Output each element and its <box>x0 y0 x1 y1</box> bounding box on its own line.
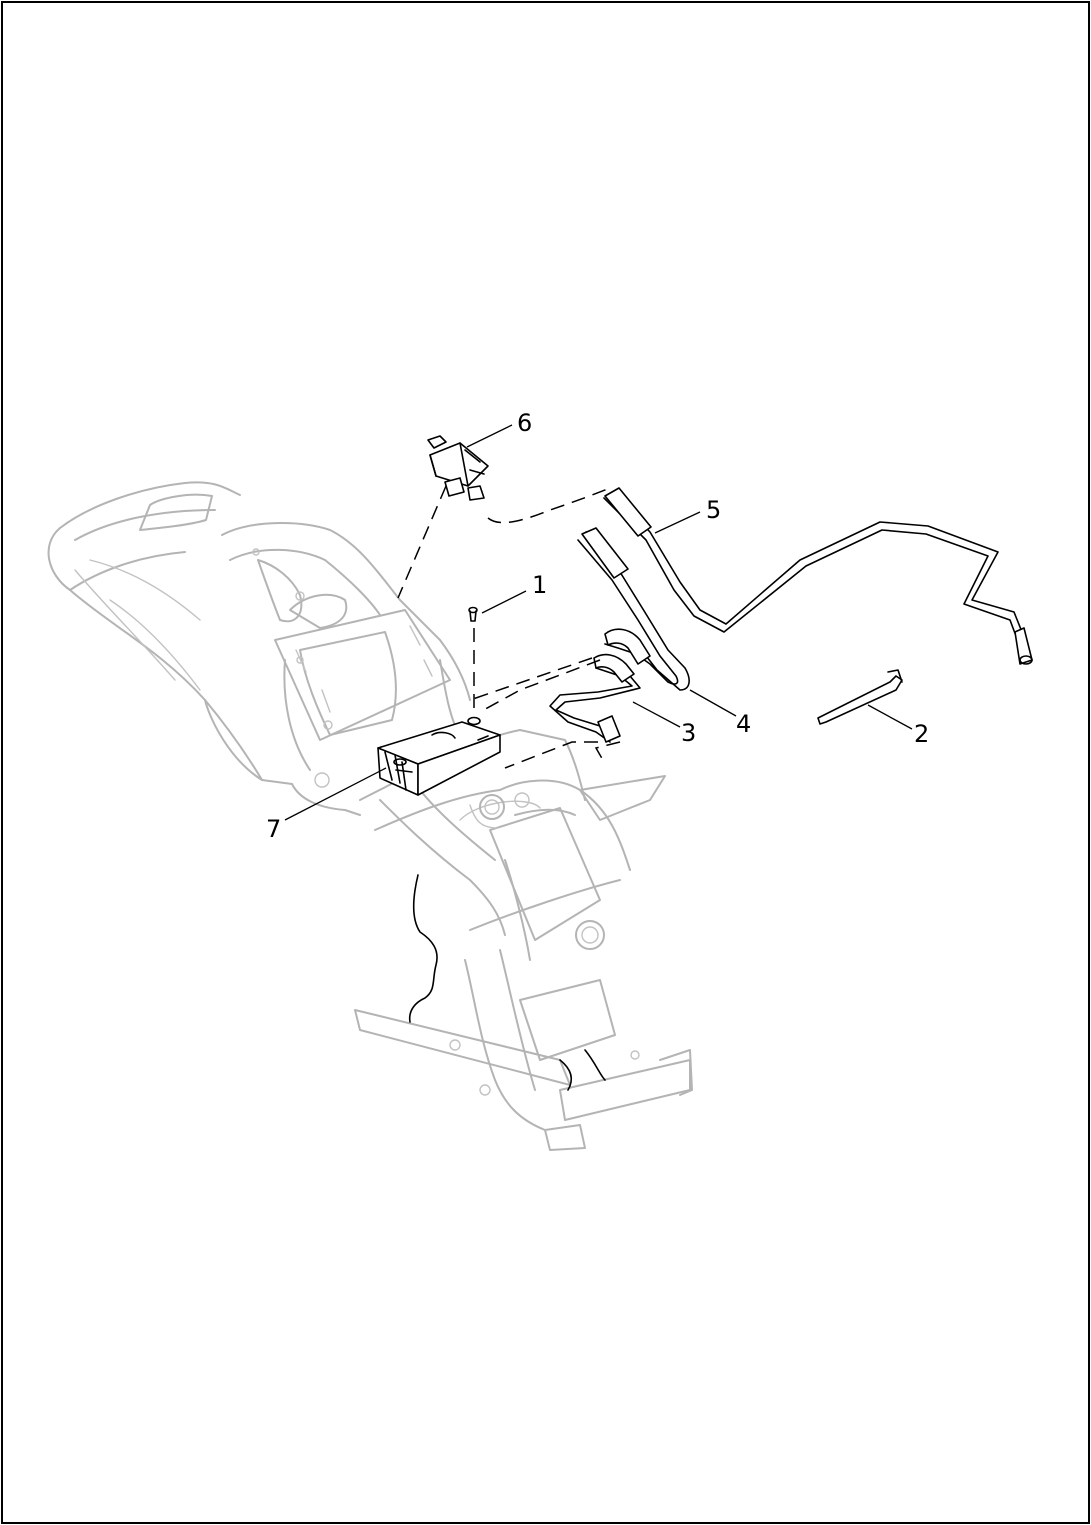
callout-4: 4 <box>736 710 751 738</box>
hose-3 <box>549 653 641 743</box>
callout-3: 3 <box>681 719 696 747</box>
assembly-lines <box>397 485 621 769</box>
hose-4 <box>577 527 690 691</box>
purge-solenoid <box>427 435 489 501</box>
callout-7: 7 <box>266 815 281 843</box>
charcoal-canister <box>377 721 501 796</box>
motorcycle-frame-ghost <box>354 729 693 1151</box>
hose-5 <box>603 487 1033 665</box>
callouts: 6 5 1 4 3 2 7 <box>266 409 929 843</box>
cable-strap <box>817 669 903 725</box>
fender-support-ghost <box>221 522 471 788</box>
callout-2: 2 <box>914 720 929 748</box>
callout-1: 1 <box>532 571 547 599</box>
callout-5: 5 <box>706 496 721 524</box>
screw <box>467 606 481 726</box>
rear-fender-ghost <box>47 481 361 816</box>
callout-6: 6 <box>517 409 532 437</box>
leader-lines <box>284 424 913 821</box>
